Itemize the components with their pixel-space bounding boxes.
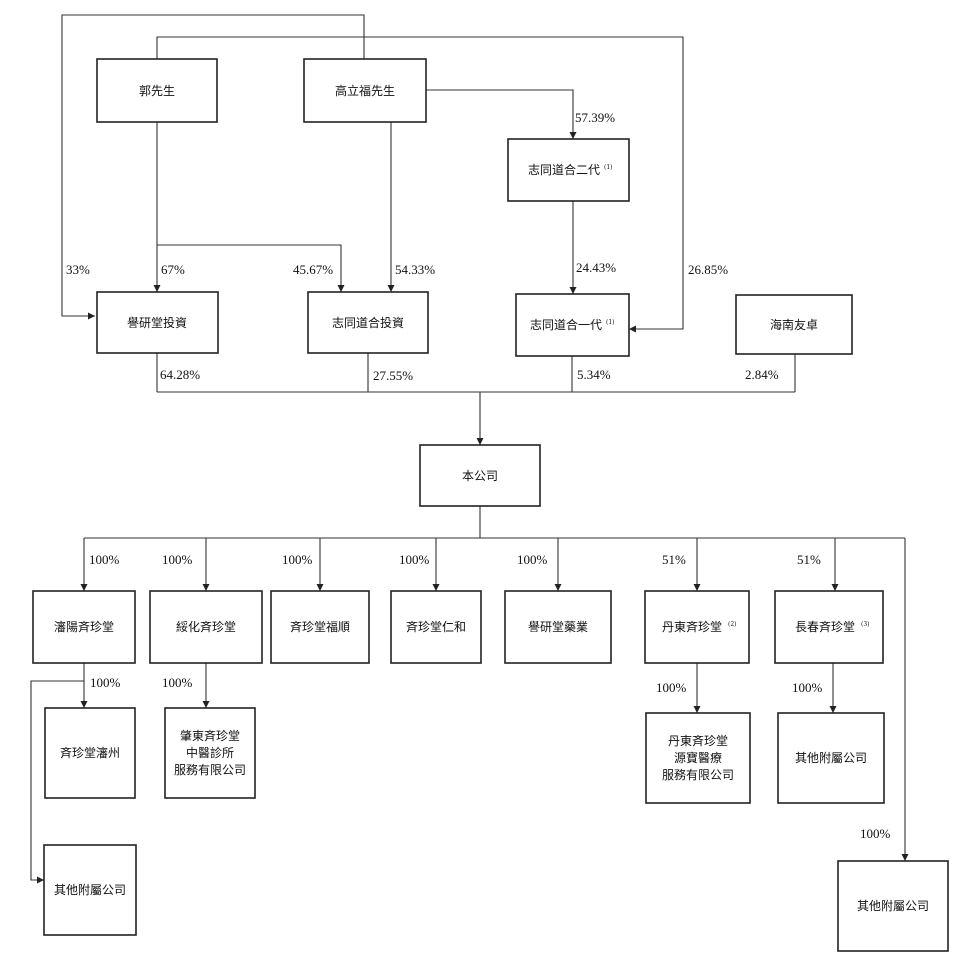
note-changchun: (3): [861, 621, 870, 628]
label-yuanbao-line1: 丹東斉珍堂: [668, 733, 728, 748]
line-shenyang-to-other: [30, 680, 84, 884]
box-other-changchun: 其他附屬公司: [777, 712, 885, 804]
box-gao: 高立福先生: [303, 58, 427, 123]
pct-to-shenyang: 100%: [89, 552, 120, 567]
box-dandong-yuanbao: 丹東斉珍堂 源寶醫療 服務有限公司: [645, 712, 751, 804]
line-guo-to-zhitong-invest: [157, 244, 345, 292]
label-suihua: 綏化斉珍堂: [176, 619, 236, 634]
pct-zhitong2-to-zhitong1: 24.43%: [576, 260, 616, 275]
box-dandong: 丹東斉珍堂 (2): [644, 590, 750, 664]
pct-to-suihua: 100%: [162, 552, 193, 567]
box-zhitong2: 志同道合二代 (1): [507, 138, 630, 202]
line-gao-to-yyt: [61, 14, 365, 320]
note-zhitong2: (1): [604, 164, 613, 171]
label-dandong: 丹東斉珍堂: [662, 619, 722, 634]
box-hainan: 海南友卓: [735, 294, 853, 355]
pct-suihua-to-zhaodong: 100%: [162, 675, 193, 690]
label-shenyang: 瀋陽斉珍堂: [54, 619, 114, 634]
pct-yyt-to-company: 64.28%: [160, 367, 200, 382]
label-zhaodong-line3: 服務有限公司: [174, 763, 246, 777]
pct-to-fushun: 100%: [282, 552, 313, 567]
label-panzhou: 斉珍堂瀋州: [60, 745, 120, 760]
label-other-shenyang: 其他附屬公司: [54, 883, 126, 897]
box-other-shenyang: 其他附屬公司: [43, 844, 137, 936]
label-guo: 郭先生: [139, 84, 175, 98]
pct-to-changchun: 51%: [797, 552, 821, 567]
note-zhitong1: (1): [606, 319, 615, 326]
label-renhe: 斉珍堂仁和: [406, 619, 466, 634]
pct-guo-to-yyt: 67%: [161, 262, 185, 277]
box-zhaodong: 肇東斉珍堂 中醫診所 服務有限公司: [164, 707, 256, 799]
pct-guo-to-zhitong-invest: 45.67%: [293, 262, 333, 277]
box-panzhou: 斉珍堂瀋州: [44, 707, 136, 799]
pct-gao-to-zhitong2: 57.39%: [575, 110, 615, 125]
label-zhaodong-line1: 肇東斉珍堂: [180, 728, 240, 743]
label-zhitong2: 志同道合二代: [528, 162, 600, 177]
pct-gao-to-yyt: 33%: [66, 262, 90, 277]
pct-gao-to-zhitong-invest: 54.33%: [395, 262, 435, 277]
label-other-changchun: 其他附屬公司: [795, 751, 867, 765]
pct-hainan-to-company: 2.84%: [745, 367, 779, 382]
box-yaoye: 譽研堂藥業: [504, 590, 612, 664]
box-zhitong1: 志同道合一代 (1): [515, 293, 630, 357]
box-renhe: 斉珍堂仁和: [390, 590, 482, 664]
box-fushun: 斉珍堂福順: [270, 590, 370, 664]
pct-changchun-to-other: 100%: [792, 680, 823, 695]
box-yyt-invest: 譽研堂投資: [96, 291, 219, 354]
label-zhitong1: 志同道合一代: [530, 317, 602, 332]
pct-zhitong-invest-to-company: 27.55%: [373, 368, 413, 383]
line-guo-to-zhitong1: [156, 36, 684, 333]
label-yuanbao-line3: 服務有限公司: [662, 768, 734, 782]
label-changchun: 長春斉珍堂: [795, 619, 855, 634]
label-hainan: 海南友卓: [770, 317, 818, 332]
box-guo: 郭先生: [96, 58, 218, 123]
label-yuanbao-line2: 源寶醫療: [674, 750, 722, 765]
label-yyt-invest: 譽研堂投資: [127, 315, 187, 330]
note-dandong: (2): [728, 621, 737, 628]
box-suihua: 綏化斉珍堂: [149, 590, 263, 664]
pct-dandong-to-yuanbao: 100%: [656, 680, 687, 695]
label-gao: 高立福先生: [335, 83, 395, 98]
pct-to-dandong: 51%: [662, 552, 686, 567]
pct-zhitong1-to-company: 5.34%: [577, 367, 611, 382]
pct-guo-to-zhitong1: 26.85%: [688, 262, 728, 277]
pct-to-renhe: 100%: [399, 552, 430, 567]
pct-shenyang-to-panzhou: 100%: [90, 675, 121, 690]
label-company: 本公司: [462, 469, 498, 483]
box-shenyang: 瀋陽斉珍堂: [32, 590, 136, 664]
box-changchun: 長春斉珍堂 (3): [774, 590, 884, 664]
box-zhitong-invest: 志同道合投資: [307, 291, 429, 354]
box-company: 本公司: [419, 444, 541, 507]
line-gao-to-zhitong2: [426, 89, 577, 139]
pct-company-to-other: 100%: [860, 826, 891, 841]
pct-to-yaoye: 100%: [517, 552, 548, 567]
connector-lines: [30, 14, 909, 884]
label-fushun: 斉珍堂福順: [290, 619, 350, 634]
label-zhitong-invest: 志同道合投資: [332, 315, 404, 330]
label-other-company: 其他附屬公司: [857, 899, 929, 913]
percentage-labels: 57.39% 33% 67% 45.67% 54.33% 24.43% 26.8…: [66, 110, 891, 841]
entity-boxes: 郭先生 高立福先生 志同道合二代 (1) 譽研堂投資 志同道合投資 志同道合一代…: [32, 58, 949, 952]
box-other-company: 其他附屬公司: [837, 860, 949, 952]
label-zhaodong-line2: 中醫診所: [186, 745, 234, 760]
label-yaoye: 譽研堂藥業: [528, 620, 588, 634]
